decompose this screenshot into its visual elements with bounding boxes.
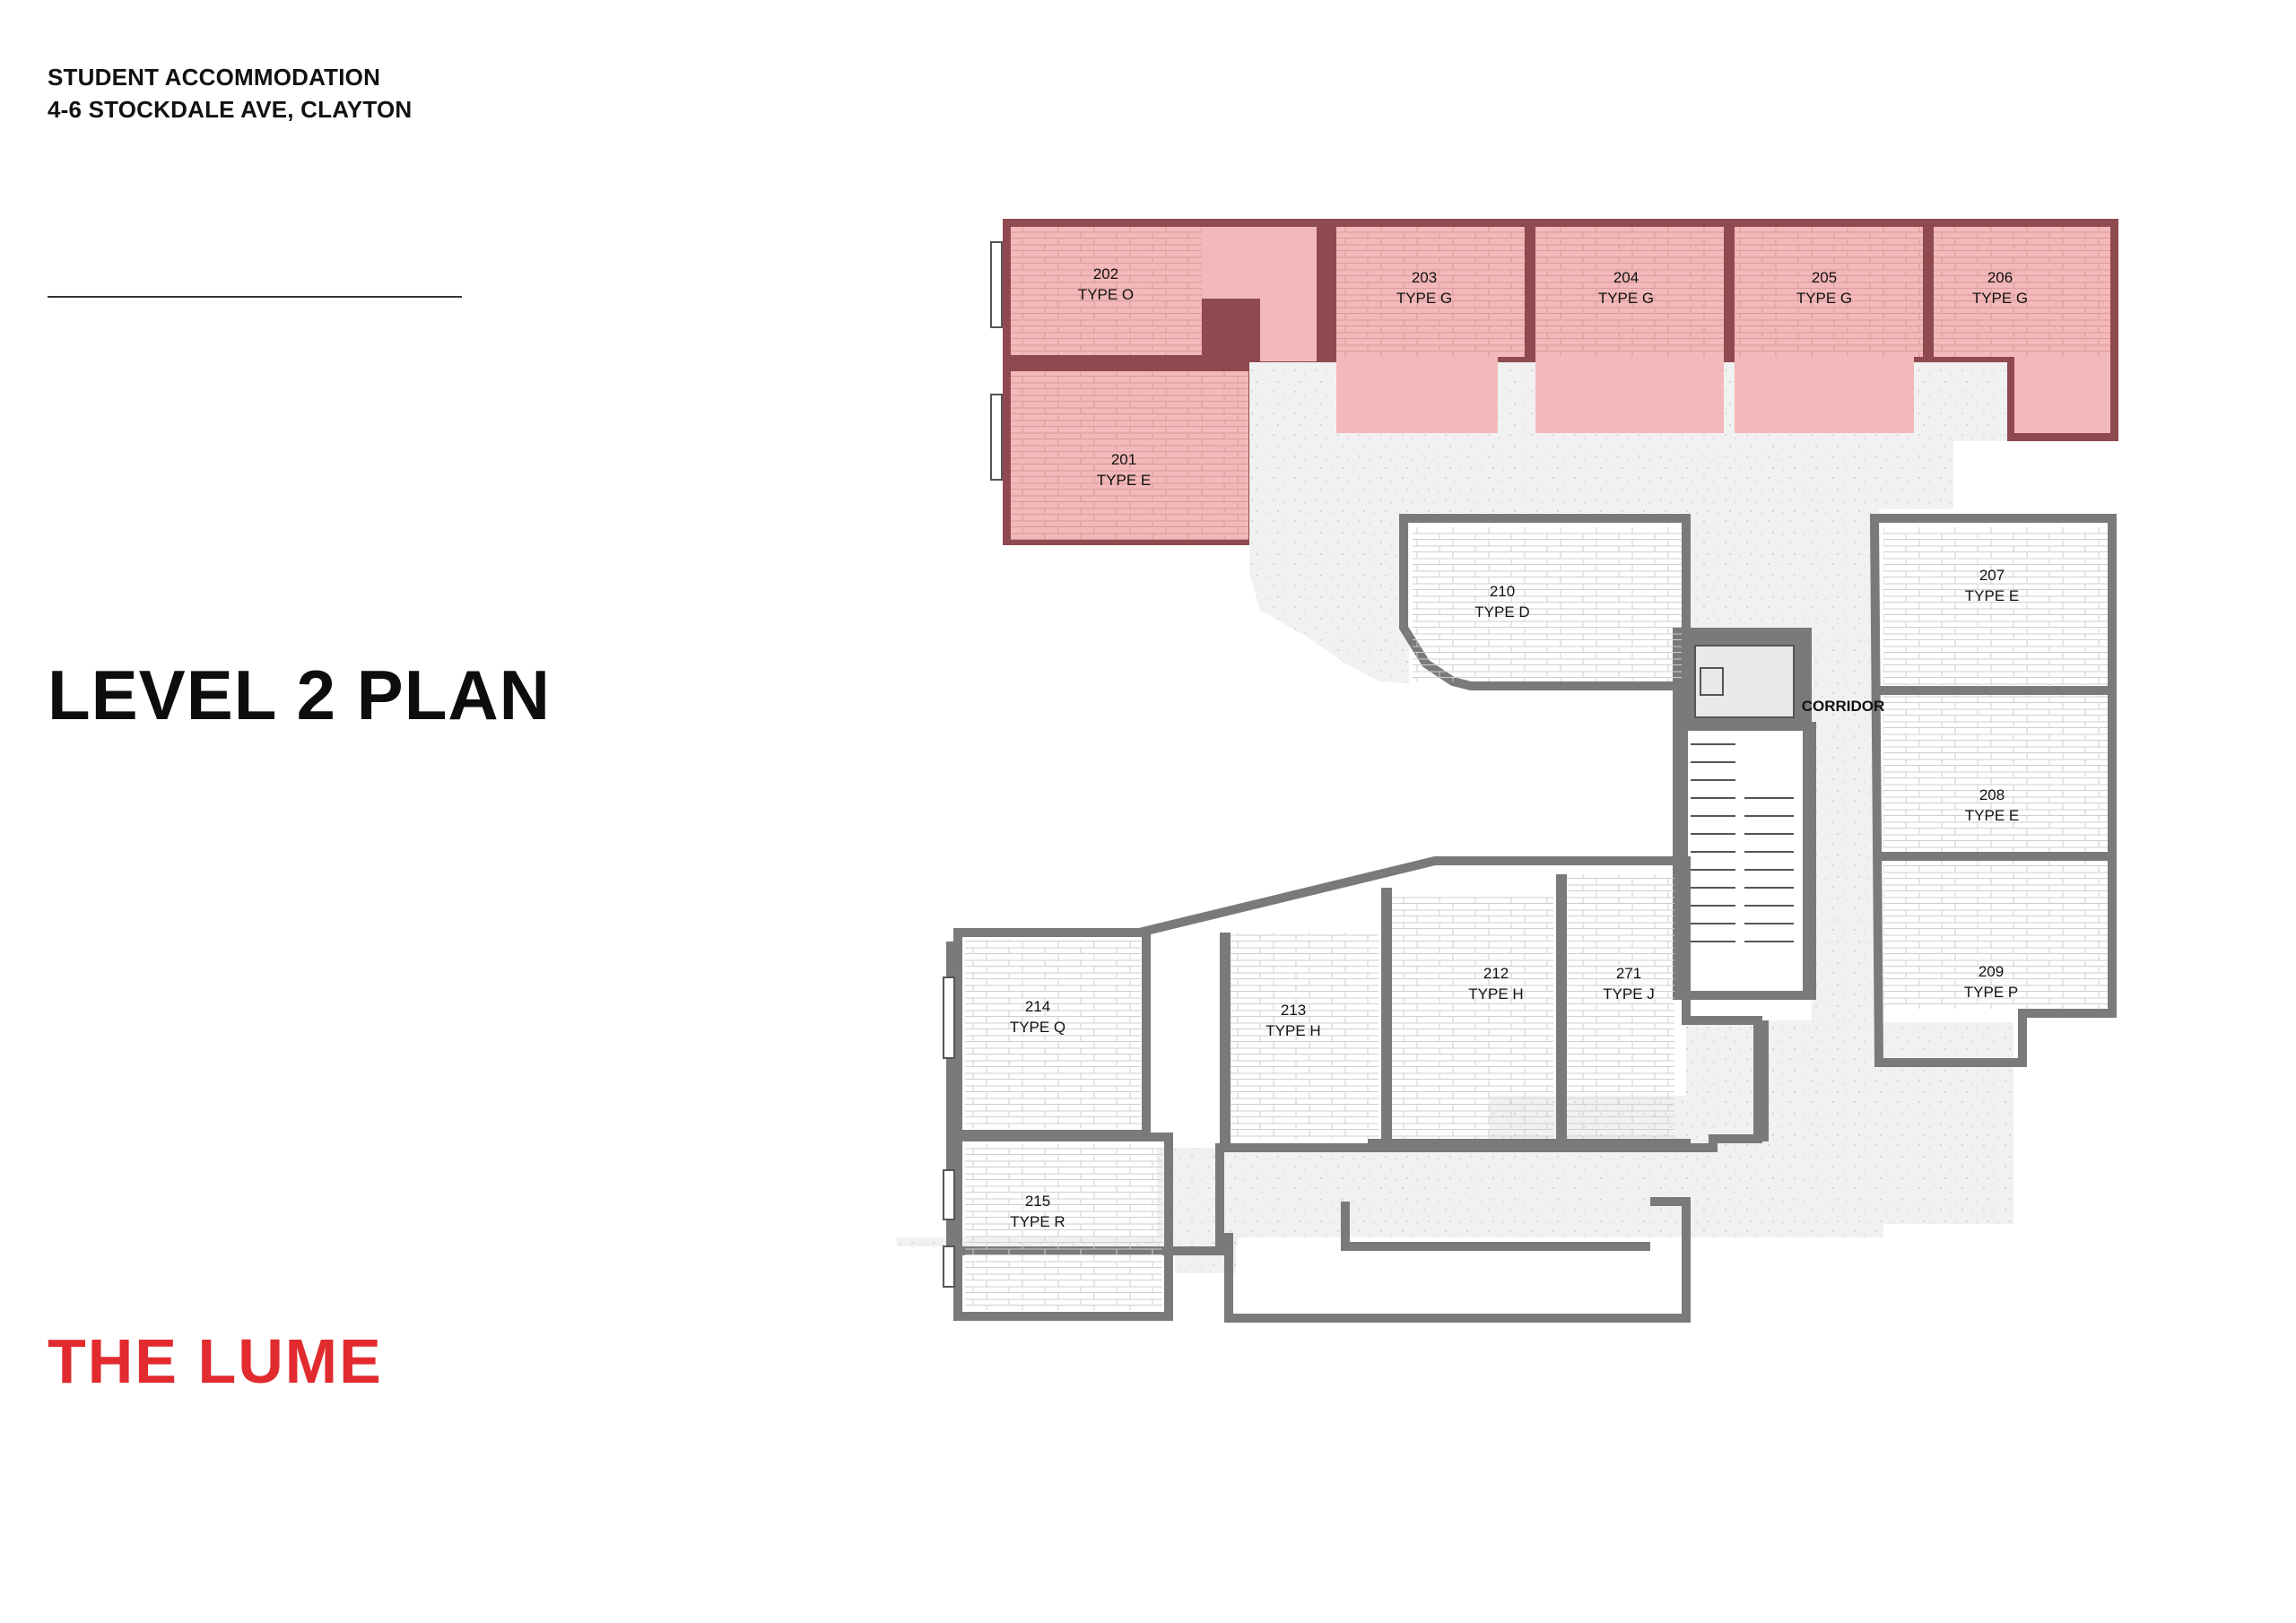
- room-type: TYPE P: [1964, 984, 2018, 1001]
- room-number: 203: [1412, 269, 1437, 286]
- room-type: TYPE E: [1965, 587, 2019, 604]
- room-type: TYPE J: [1603, 985, 1655, 1002]
- project-address: 4-6 STOCKDALE AVE, CLAYTON: [48, 96, 413, 123]
- room-number: 213: [1281, 1002, 1306, 1019]
- windows: [943, 976, 955, 1288]
- room-type: TYPE R: [1010, 1213, 1065, 1230]
- room-type: TYPE H: [1265, 1022, 1320, 1039]
- room-number: 201: [1111, 451, 1136, 468]
- room-floors: [965, 527, 2108, 1310]
- room-number: 209: [1979, 963, 2004, 980]
- room-number: 202: [1093, 265, 1118, 282]
- room-type: TYPE O: [1078, 286, 1134, 303]
- wall-fills: [1220, 726, 1812, 1150]
- room-type: TYPE G: [1396, 290, 1452, 307]
- corridor-label: CORRIDOR: [1802, 698, 1885, 715]
- project-title: STUDENT ACCOMMODATION: [48, 64, 381, 91]
- room-type: TYPE G: [1796, 290, 1852, 307]
- room-type: TYPE Q: [1010, 1019, 1065, 1036]
- room-number: 271: [1616, 965, 1641, 982]
- room-number: 206: [1987, 269, 2013, 286]
- room-number: 212: [1483, 965, 1509, 982]
- room-type: TYPE H: [1468, 985, 1523, 1002]
- room-number: 215: [1025, 1193, 1050, 1210]
- highlighted-wing: [990, 219, 2118, 545]
- room-number: 207: [1979, 567, 2005, 584]
- room-number: 214: [1025, 998, 1050, 1015]
- room-type: TYPE D: [1474, 603, 1529, 621]
- room-type: TYPE E: [1965, 807, 2019, 824]
- header-divider: [48, 296, 462, 298]
- room-number: 208: [1979, 786, 2005, 803]
- room-type: TYPE G: [1598, 290, 1654, 307]
- room-type: TYPE E: [1097, 472, 1151, 489]
- brand-logo: THE LUME: [48, 1326, 383, 1396]
- room-number: 210: [1490, 583, 1515, 600]
- room-type: TYPE G: [1972, 290, 2028, 307]
- room-number: 205: [1812, 269, 1837, 286]
- room-number: 204: [1613, 269, 1639, 286]
- page-title: LEVEL 2 PLAN: [48, 655, 552, 734]
- room-labels: 202 TYPE O 203 TYPE G 204 TYPE G 205 TYP…: [1010, 265, 2028, 1230]
